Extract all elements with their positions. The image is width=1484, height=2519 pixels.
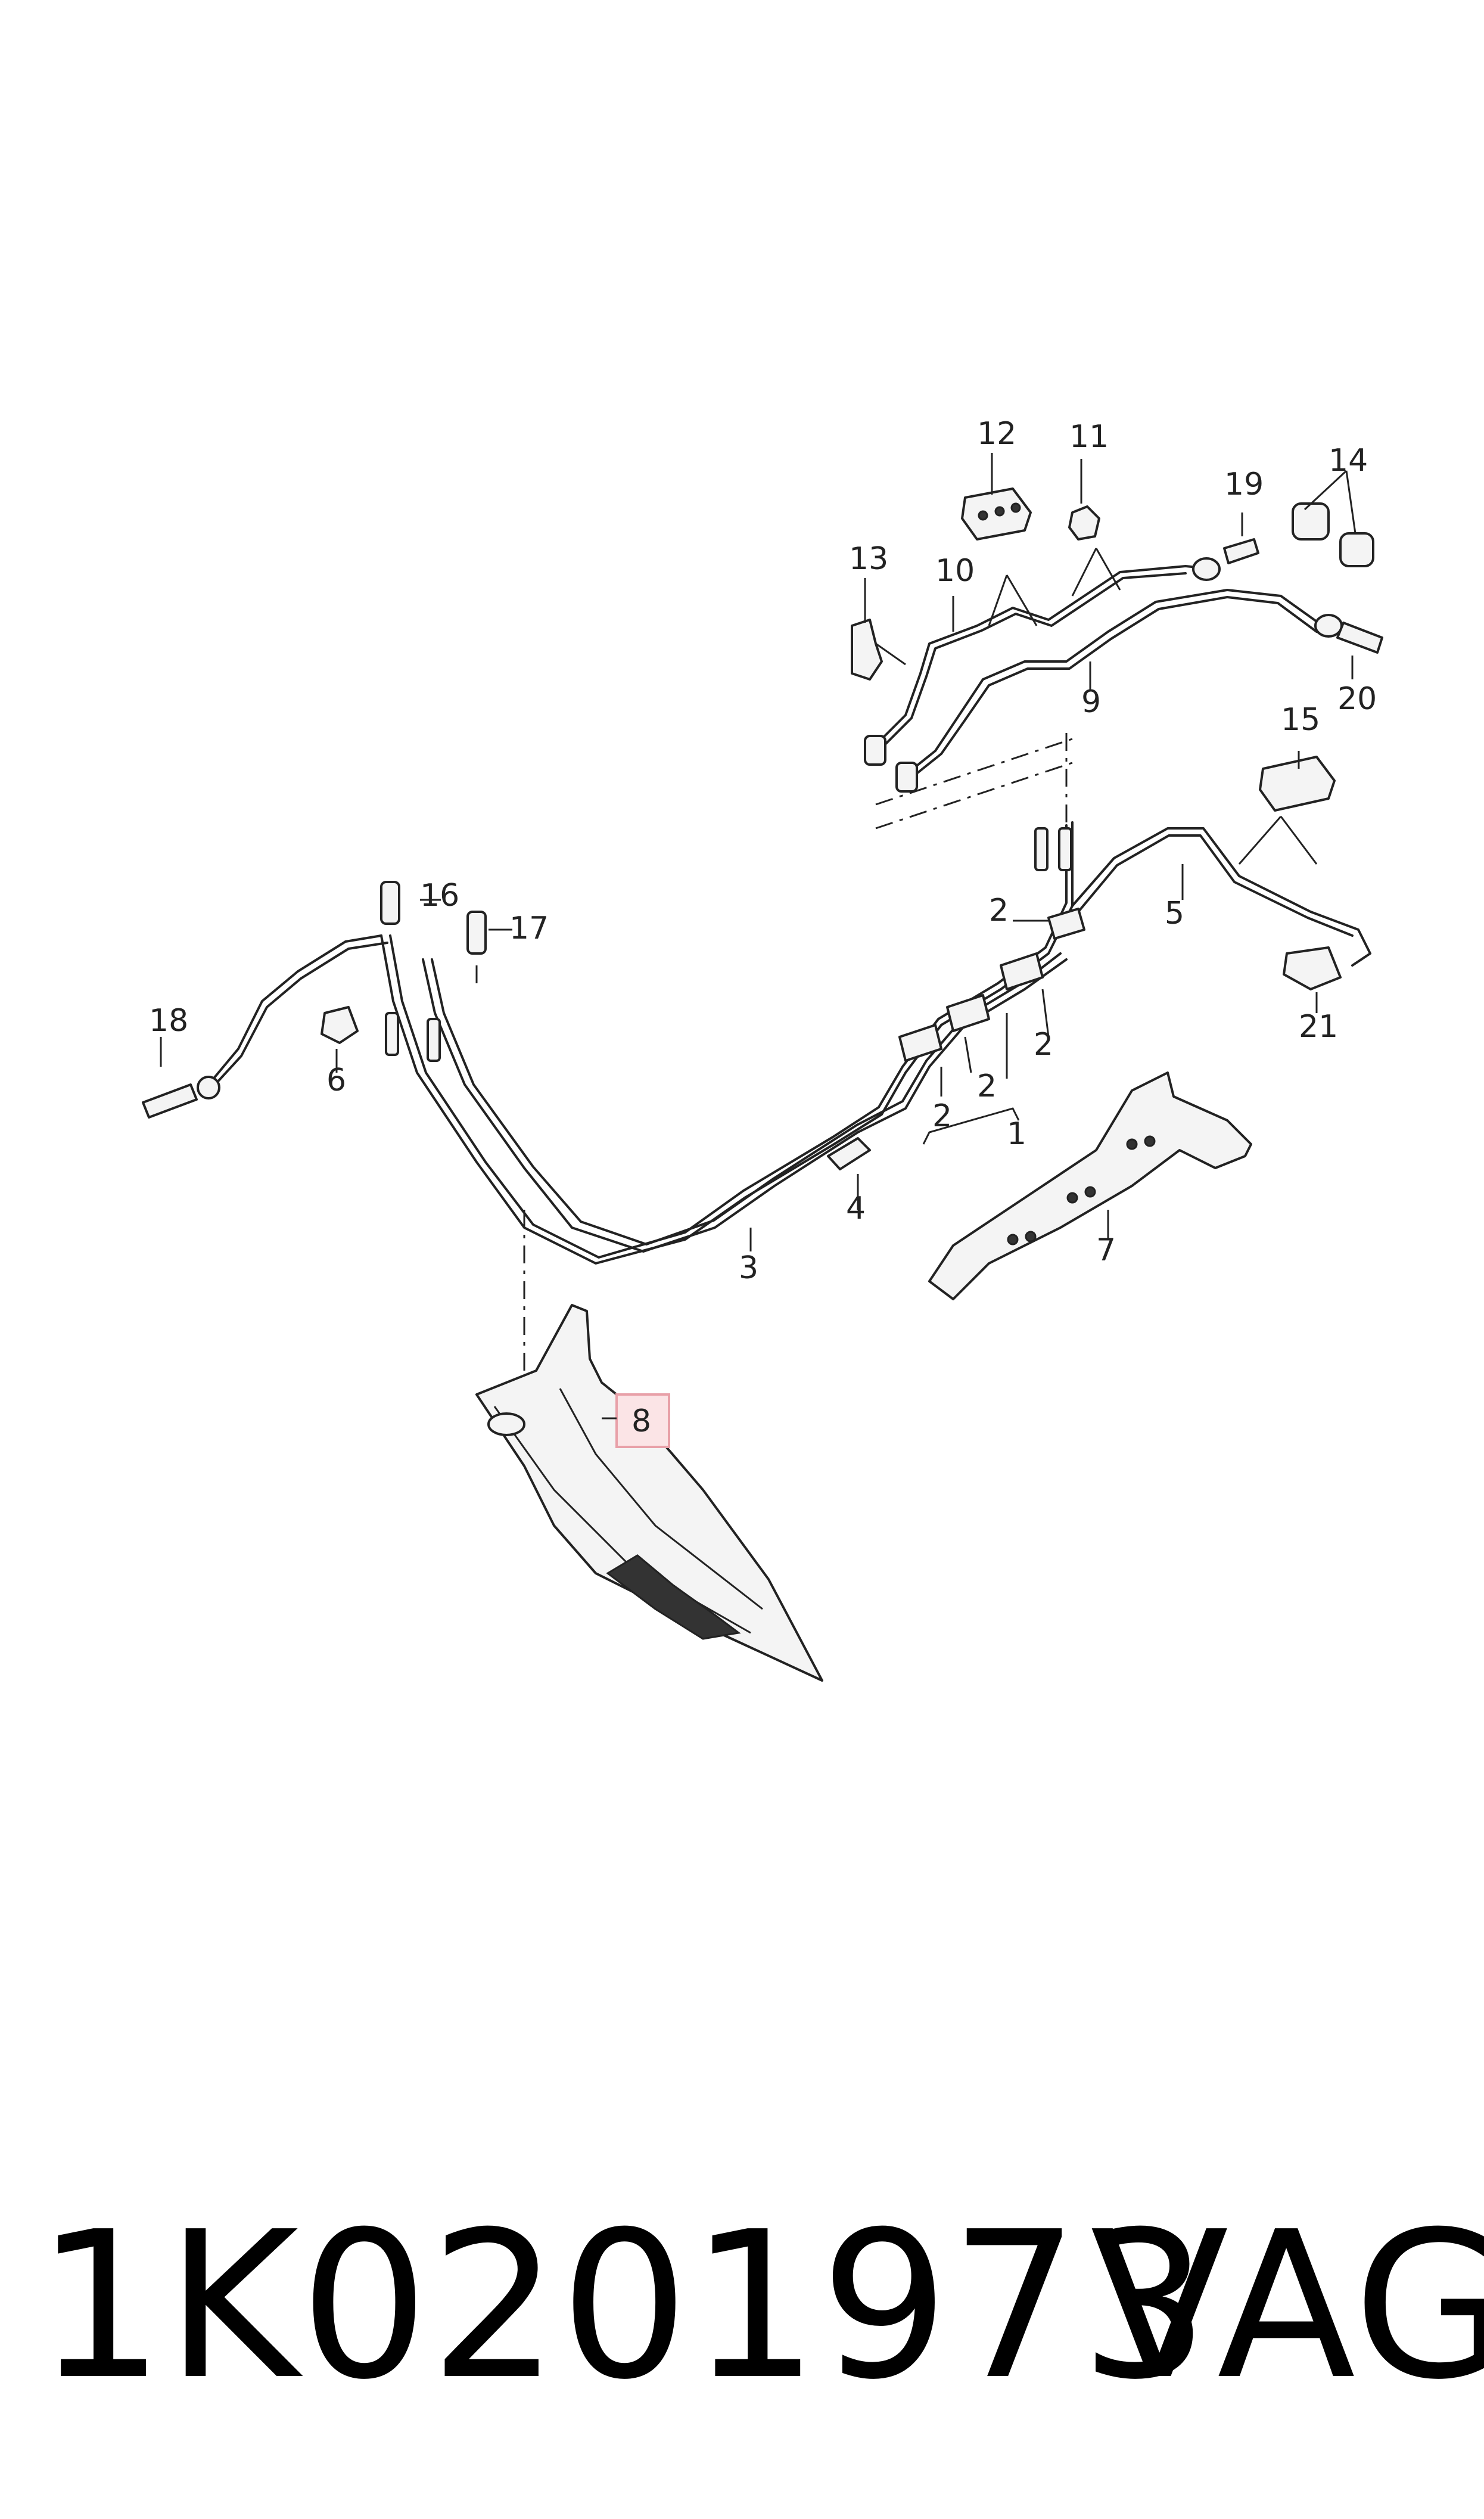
callout-9: 9 bbox=[1081, 684, 1101, 720]
upper-fuel-lines bbox=[864, 557, 1343, 834]
callout-8: 8 bbox=[631, 1403, 651, 1439]
part-number: 1K0201973 bbox=[36, 2188, 1211, 2424]
callout-2c: 2 bbox=[977, 1069, 997, 1104]
sleeve-19 bbox=[1223, 538, 1259, 564]
clip-12 bbox=[961, 487, 1032, 541]
brand-label: VAG bbox=[1090, 2188, 1484, 2424]
callout-20: 20 bbox=[1337, 681, 1377, 717]
sleeve-20 bbox=[1336, 622, 1383, 654]
grommets-14 bbox=[1292, 502, 1374, 567]
callout-19: 19 bbox=[1224, 467, 1264, 502]
callout-7: 7 bbox=[1096, 1232, 1116, 1268]
callout-12: 12 bbox=[977, 416, 1016, 452]
callout-16: 16 bbox=[420, 878, 459, 914]
callout-17: 17 bbox=[509, 911, 549, 946]
callout-21: 21 bbox=[1299, 1009, 1338, 1045]
callout-5: 5 bbox=[1165, 896, 1184, 931]
callout-13: 13 bbox=[849, 541, 888, 577]
callout-6: 6 bbox=[326, 1063, 346, 1098]
callout-18: 18 bbox=[149, 1003, 188, 1039]
highlight-box bbox=[615, 1393, 670, 1448]
callout-1: 1 bbox=[1007, 1116, 1026, 1152]
main-fuel-lines bbox=[142, 756, 1371, 1389]
callout-2b: 2 bbox=[1034, 1027, 1053, 1063]
callout-10: 10 bbox=[935, 553, 975, 589]
clip-13 bbox=[851, 619, 906, 681]
callout-2a: 2 bbox=[989, 893, 1009, 928]
clip-11 bbox=[1068, 505, 1100, 541]
callout-labels: 12 11 19 14 13 10 9 20 15 5 21 16 17 18 … bbox=[149, 416, 1377, 1439]
callout-11: 11 bbox=[1069, 419, 1109, 455]
callout-3: 3 bbox=[739, 1250, 758, 1286]
shield-8 bbox=[475, 1304, 823, 1682]
callout-14: 14 bbox=[1329, 443, 1368, 479]
callout-4: 4 bbox=[846, 1191, 866, 1226]
callout-2d: 2 bbox=[932, 1098, 952, 1134]
callout-15: 15 bbox=[1281, 702, 1320, 738]
bracket-7 bbox=[928, 1071, 1252, 1300]
leader-lines bbox=[160, 453, 1357, 1420]
